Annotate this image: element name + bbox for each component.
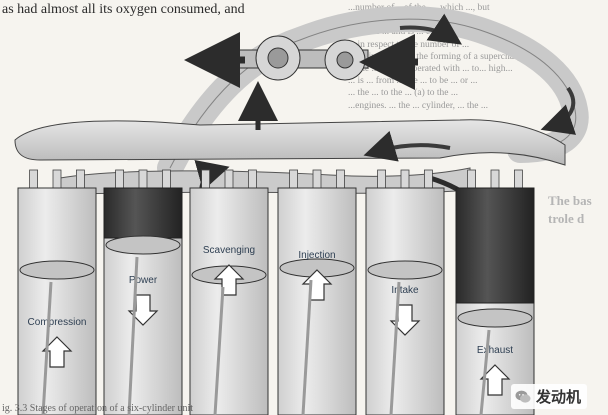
right-heading-line: trole d <box>548 211 585 226</box>
cylinder-label: Intake <box>391 285 419 296</box>
cylinder-label: Exhaust <box>477 345 513 356</box>
connecting-rod <box>301 279 313 415</box>
valve-stem <box>224 169 234 191</box>
watermark: 发动机 <box>511 384 588 409</box>
connecting-rod <box>389 281 401 415</box>
flow-arrow-right <box>540 86 577 135</box>
valve-stem <box>289 169 299 191</box>
watermark-text: 发动机 <box>536 389 582 406</box>
flow-arrow-manifold <box>363 130 451 162</box>
cylinder-compression: Compression <box>17 169 97 415</box>
cylinder-intake: Intake <box>365 169 445 415</box>
piston-crown <box>457 308 533 328</box>
valve-stem <box>312 169 322 191</box>
valve-stem <box>76 169 85 191</box>
cylinder-body <box>189 187 269 415</box>
valve-stem <box>138 169 148 191</box>
valve-stem <box>400 169 410 191</box>
valve-stem <box>514 169 523 191</box>
valve-stem <box>52 169 62 191</box>
combustion-gas <box>103 187 183 239</box>
connecting-rod <box>41 281 53 415</box>
right-column-line: ...is given to ... in the forming of a s… <box>348 51 530 62</box>
valve-stem <box>467 169 477 191</box>
intake-manifold <box>14 119 566 166</box>
arrow-up-icon <box>479 364 511 396</box>
connecting-rod <box>213 286 225 415</box>
wechat-icon <box>515 390 531 403</box>
valve-stem <box>377 169 387 191</box>
valve-stem <box>115 169 124 191</box>
right-column-line: ...engines. ... the ... cylinder, ... th… <box>348 100 488 111</box>
piston-crown <box>19 260 95 280</box>
cylinder-scavenging: Scavenging <box>189 169 269 415</box>
cylinder-injection: Injection <box>277 169 357 415</box>
valve-stem <box>201 169 211 191</box>
piston-crown <box>367 260 443 280</box>
flow-arrow-top <box>399 13 462 45</box>
cylinder-exhaust: Exhaust <box>455 169 535 415</box>
cylinder-body <box>365 187 445 415</box>
cylinder-label: Compression <box>28 317 87 328</box>
right-column-line: ...can be ... and is ... cylinder <box>348 27 457 38</box>
valve-stem <box>490 169 500 191</box>
cylinder-label: Power <box>129 275 158 286</box>
combustion-gas <box>455 187 535 304</box>
right-heading-line: The bas <box>548 193 592 208</box>
cylinder-body <box>17 187 97 415</box>
cylinder-body <box>277 187 357 415</box>
cylinder-label: Injection <box>298 250 335 261</box>
connecting-rod <box>127 256 139 415</box>
valve-stem <box>247 169 257 191</box>
cylinder-label: Scavenging <box>203 245 255 256</box>
right-column-line: ... the ... to the ... (a) to the ... <box>348 88 459 99</box>
figure-caption: ig. 3.3 Stages of operation of a six-cyl… <box>2 403 194 414</box>
valve-stem <box>335 169 345 191</box>
connecting-rod <box>479 329 491 415</box>
valve-stem <box>161 169 171 191</box>
cylinder-group: Compression Power Scavenging InjectionIntak… <box>17 169 535 415</box>
right-heading: The bas trole d <box>548 192 592 228</box>
valve-stem <box>29 169 39 191</box>
valve-stem <box>423 169 433 191</box>
cylinder-power: Power <box>103 169 183 415</box>
right-column-line: ... the ... can be operated with ... to.… <box>348 64 513 75</box>
piston-crown <box>105 235 181 255</box>
body-text-top: as had almost all its oxygen consumed, a… <box>2 2 245 17</box>
arrow-up-icon <box>41 336 73 368</box>
